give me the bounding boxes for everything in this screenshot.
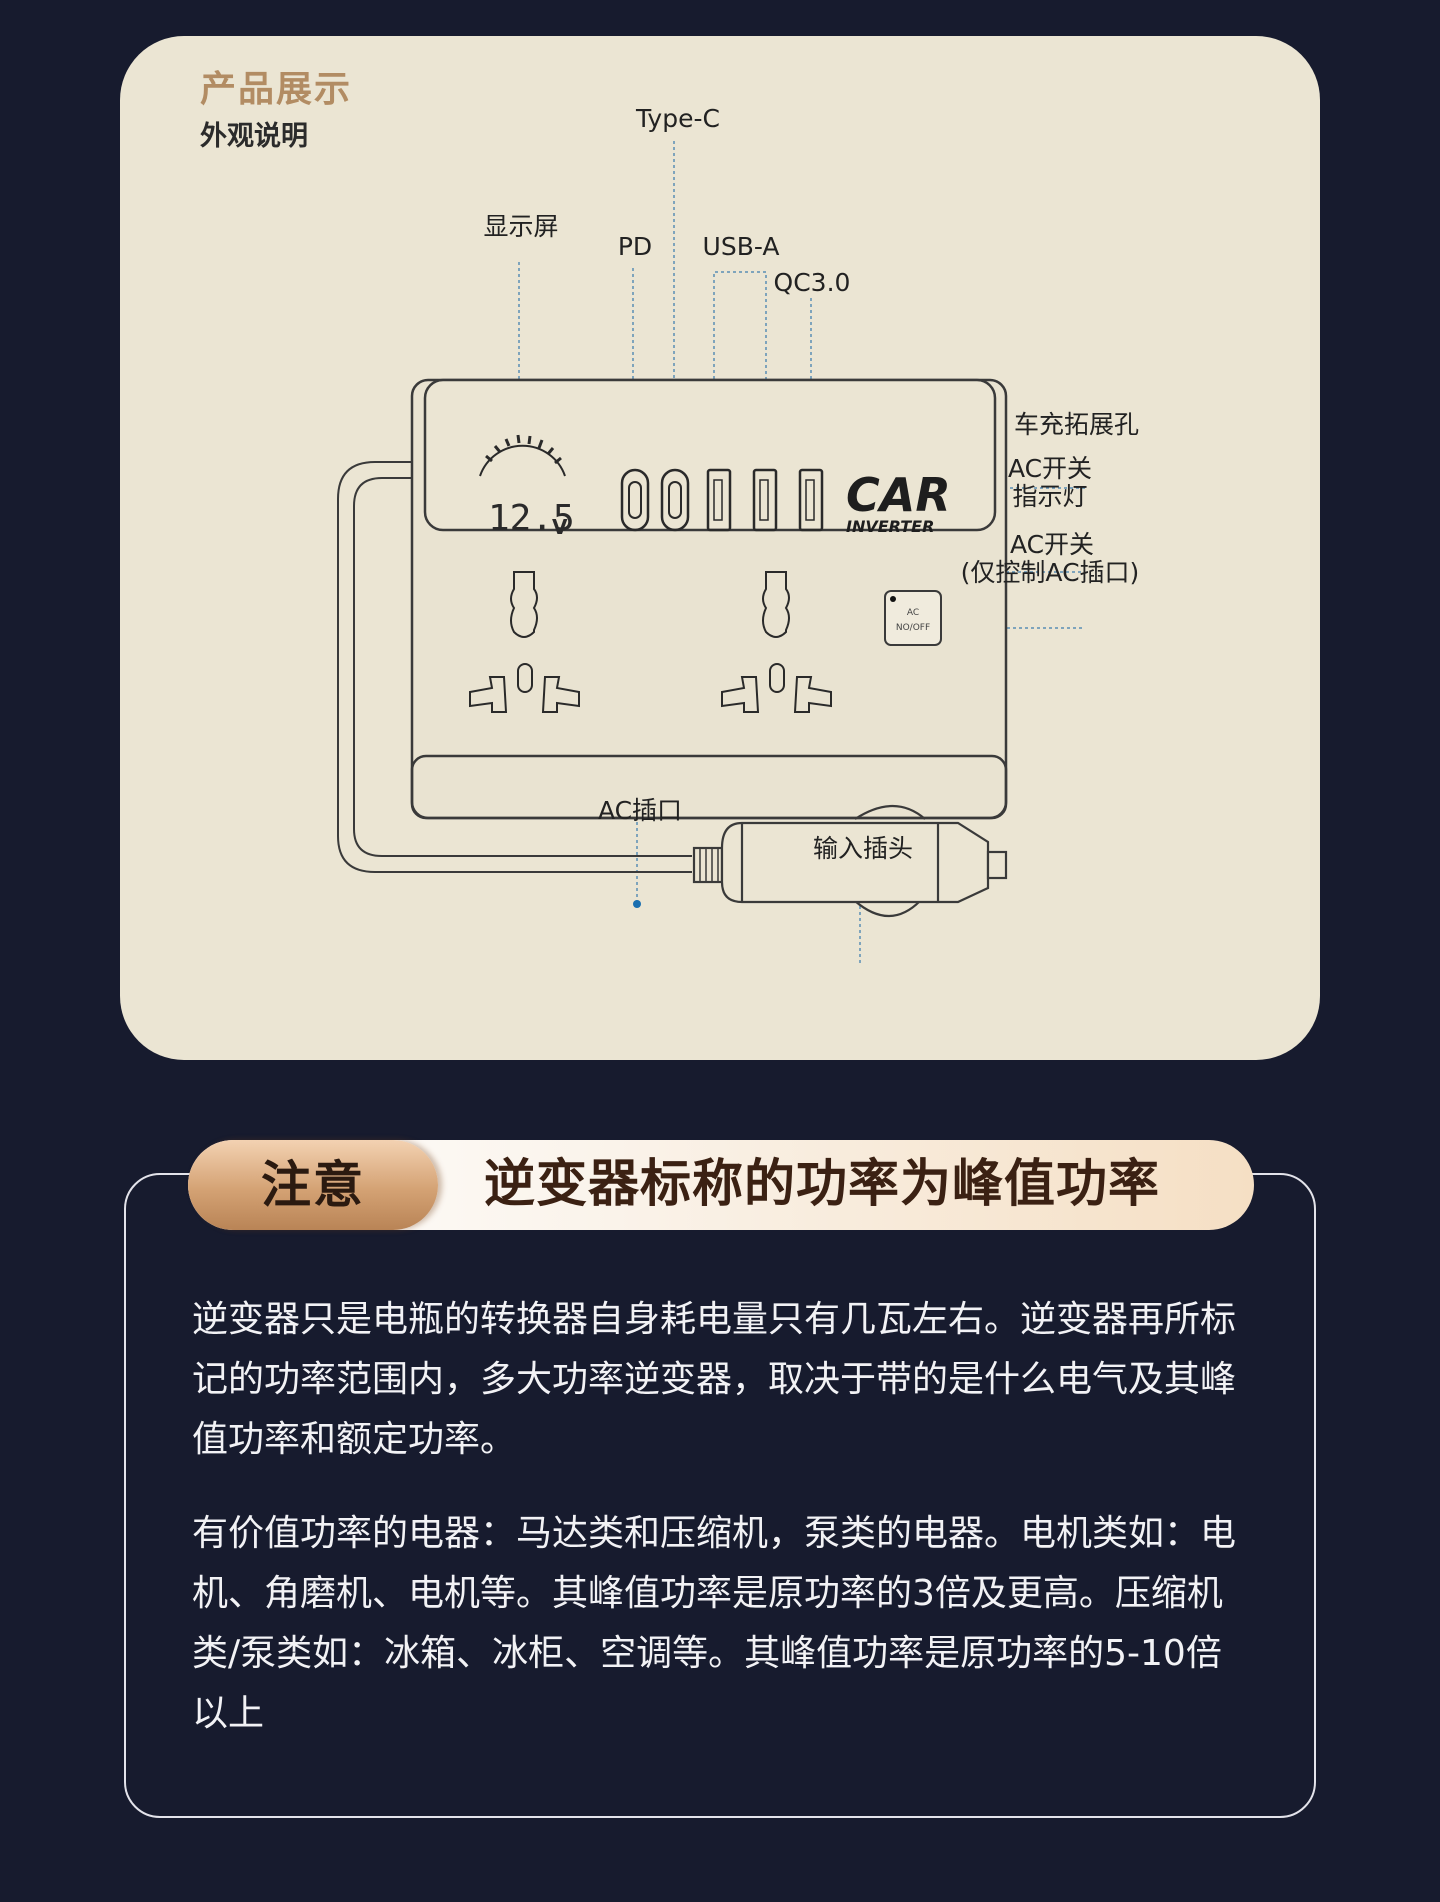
product-card: 12.5 V CAR INVERTER [120, 36, 1320, 1060]
label-ac-switch-1: AC开关 [1009, 530, 1095, 559]
switch-label-onoff: NO/OFF [896, 623, 930, 633]
type-c-port-icon [620, 468, 690, 532]
label-pd: PD [617, 232, 653, 261]
section-title: 产品展示 [200, 69, 353, 110]
notice-badge: 注意 [188, 1140, 438, 1230]
brand-inverter: INVERTER [846, 517, 934, 536]
switch-label-ac: AC [907, 608, 919, 618]
label-car-port: 车充拓展孔 [1014, 410, 1140, 439]
label-ac-switch-2: (仅控制AC插口) [960, 558, 1140, 587]
input-plug-icon [692, 804, 1008, 917]
label-display: 显示屏 [483, 212, 559, 241]
label-qc: QC3.0 [773, 268, 851, 297]
display-gauge-icon [479, 434, 566, 477]
label-type-c: Type-C [636, 104, 720, 133]
label-ac-indicator-1: AC开关 [1007, 454, 1093, 483]
label-usb-a: USB-A [702, 232, 780, 261]
ac-socket-icon [469, 571, 832, 713]
inverter-diagram: 12.5 V CAR INVERTER [337, 141, 1088, 964]
ac-switch-icon: AC NO/OFF [884, 590, 942, 646]
notice-title: 逆变器标称的功率为峰值功率 [484, 1155, 1161, 1214]
label-input-plug: 输入插头 [812, 834, 914, 863]
notice-badge-label: 注意 [261, 1156, 365, 1214]
display-unit: V [552, 515, 568, 539]
notice-paragraph-1: 逆变器只是电瓶的转换器自身耗电量只有几瓦左右。逆变器再所标记的功率范围内，多大功… [192, 1299, 1237, 1460]
label-ac-socket: AC插口 [597, 796, 683, 825]
notice-paragraph-2: 有价值功率的电器：马达类和压缩机，泵类的电器。电机类如：电机、角磨机、电机等。其… [192, 1513, 1237, 1734]
brand-car: CAR [846, 468, 951, 522]
label-ac-indicator-2: 指示灯 [1012, 482, 1088, 511]
display-voltage: 12.5 [488, 498, 575, 539]
section-subtitle: 外观说明 [200, 121, 308, 152]
usb-a-port-icon [706, 468, 824, 532]
